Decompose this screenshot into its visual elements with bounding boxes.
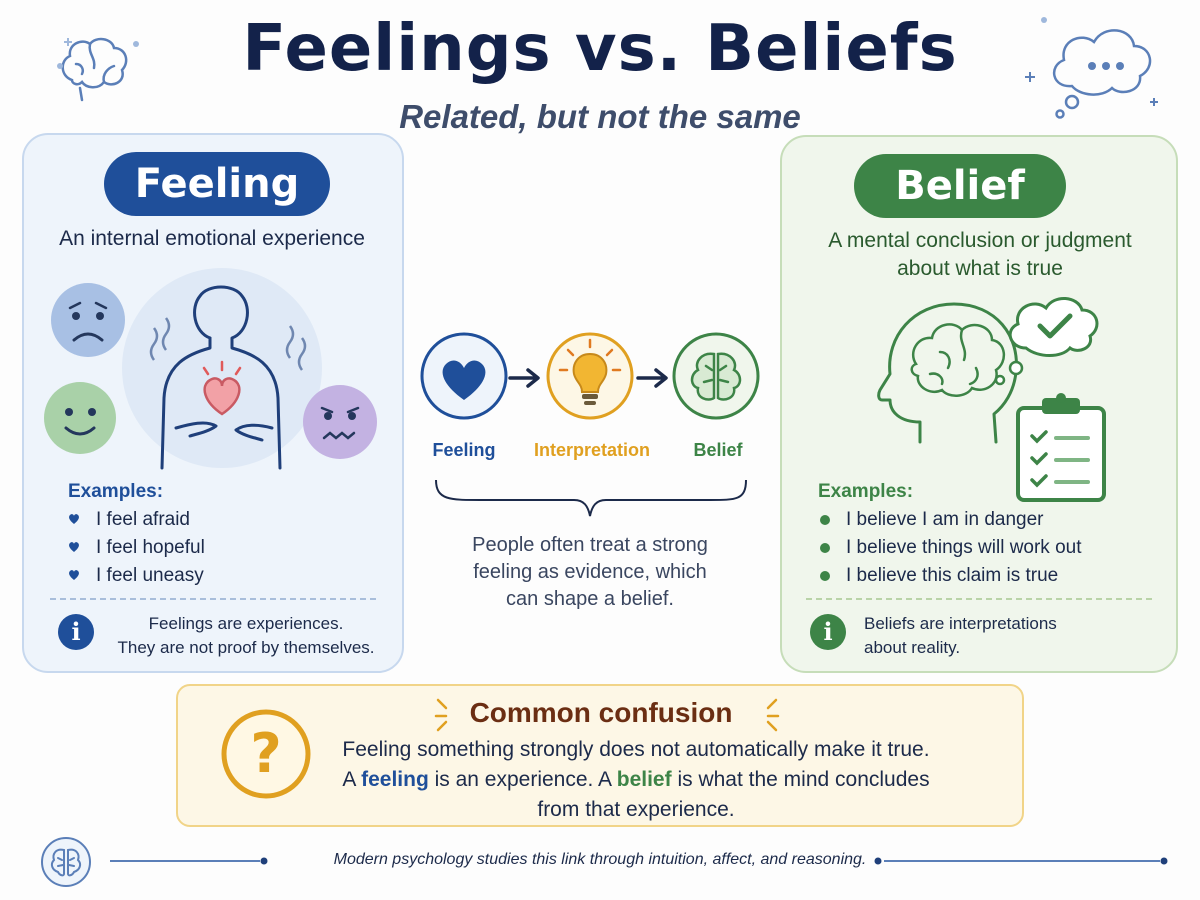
brain-icon [910, 323, 1005, 397]
confusion-line: from that experience. [537, 798, 735, 821]
worried-face-icon [303, 385, 377, 459]
smile-face-icon [44, 382, 116, 454]
belief-label: Belief [854, 154, 1066, 218]
confusion-title: Common confusion [469, 697, 733, 728]
footer-brain-icon [41, 837, 91, 887]
confusion-text-part: is what the mind concludes [671, 768, 930, 791]
list-item: I believe I am in danger [816, 506, 1082, 534]
bullet-dot-icon [820, 543, 830, 553]
page-subtitle: Related, but not the same [399, 98, 801, 135]
question-icon: ? [221, 709, 311, 799]
feeling-note-line: They are not proof by themselves. [117, 638, 375, 657]
feeling-heart-icon [202, 360, 242, 416]
flow-diagram [420, 332, 760, 517]
belief-example-text: I believe I am in danger [846, 509, 1044, 530]
flow-caption-line: People often treat a strong [472, 534, 708, 556]
confusion-box [176, 684, 1024, 827]
flow-belief-label: Belief [693, 440, 743, 460]
lightbulb-icon [558, 338, 622, 405]
thought-bubble-doodle-icon [1025, 17, 1158, 119]
confusion-text-part: is an experience. A [428, 768, 617, 791]
thought-bubble-icon [994, 297, 1099, 386]
divider [50, 598, 376, 600]
highlight-feeling: feeling [361, 768, 429, 791]
sparkle-right-icon [766, 698, 780, 732]
bullet-dot-icon [820, 515, 830, 525]
heart-icon [69, 542, 79, 552]
flow-caption-line: feeling as evidence, which [473, 561, 707, 583]
flow-feeling-label: Feeling [432, 440, 496, 460]
page-title: Feelings vs. Beliefs [242, 12, 958, 86]
confusion-text-part: A [342, 768, 362, 791]
belief-note-line: about reality. [864, 638, 961, 657]
sad-face-icon [51, 283, 125, 357]
feeling-note: Feelings are experiences. They are not p… [106, 612, 386, 660]
belief-example-text: I believe things will work out [846, 537, 1082, 558]
divider [806, 598, 1152, 600]
belief-description: A mental conclusion or judgment about wh… [790, 227, 1170, 283]
flow-caption-line: can shape a belief. [506, 588, 674, 610]
list-item: I feel afraid [66, 506, 205, 534]
flow-interpretation-label: Interpretation [533, 440, 650, 460]
belief-description-line: A mental conclusion or judgment [828, 229, 1132, 252]
flow-feeling-node [420, 332, 508, 420]
heart-icon [442, 360, 486, 400]
confusion-line: A feeling is an experience. A belief is … [316, 765, 956, 795]
belief-examples-heading: Examples: [818, 481, 914, 502]
info-icon: i [810, 614, 846, 650]
heart-icon [69, 570, 79, 580]
person-icon [160, 285, 282, 470]
flow-interpretation-node [546, 332, 634, 420]
clipboard-icon [1016, 393, 1106, 502]
brain-doodle-icon [57, 37, 139, 102]
arrow-icon [508, 368, 540, 388]
feeling-label: Feeling [104, 152, 330, 216]
confusion-text: Feeling something strongly does not auto… [316, 735, 956, 825]
belief-note: Beliefs are interpretations about realit… [864, 612, 1154, 660]
heart-icon [69, 514, 79, 524]
svg-text:?: ? [250, 722, 281, 785]
belief-example-text: I believe this claim is true [846, 565, 1059, 586]
footer-line-right [874, 857, 1168, 865]
feeling-example-text: I feel hopeful [96, 537, 205, 558]
list-item: I feel uneasy [66, 562, 205, 590]
feeling-examples-list: I feel afraid I feel hopeful I feel unea… [66, 506, 205, 590]
feeling-description: An internal emotional experience [59, 227, 365, 250]
feeling-illustration [44, 268, 377, 470]
list-item: I feel hopeful [66, 534, 205, 562]
arrow-icon [636, 368, 668, 388]
footer-line-left [110, 857, 268, 865]
info-icon: i [58, 614, 94, 650]
sparkle-left-icon [434, 698, 448, 732]
belief-note-line: Beliefs are interpretations [864, 614, 1057, 633]
flow-brace [435, 479, 747, 517]
confusion-line: Feeling something strongly does not auto… [342, 738, 930, 761]
checkmark-icon [1037, 313, 1073, 339]
feeling-note-line: Feelings are experiences. [148, 614, 344, 633]
flow-belief-node [672, 332, 760, 420]
list-item: I believe this claim is true [816, 562, 1082, 590]
feeling-example-text: I feel uneasy [96, 565, 204, 586]
list-item: I believe things will work out [816, 534, 1082, 562]
highlight-belief: belief [616, 768, 672, 791]
belief-description-line: about what is true [897, 257, 1063, 280]
belief-examples-list: I believe I am in danger I believe thing… [816, 506, 1082, 590]
feeling-example-text: I feel afraid [96, 509, 190, 530]
belief-illustration [877, 297, 1106, 502]
belief-panel [780, 135, 1178, 673]
bullet-dot-icon [820, 571, 830, 581]
footer-text: Modern psychology studies this link thro… [333, 851, 867, 868]
flow-caption: People often treat a strong feeling as e… [440, 532, 740, 613]
brain-icon [690, 352, 742, 401]
feeling-examples-heading: Examples: [68, 481, 164, 502]
